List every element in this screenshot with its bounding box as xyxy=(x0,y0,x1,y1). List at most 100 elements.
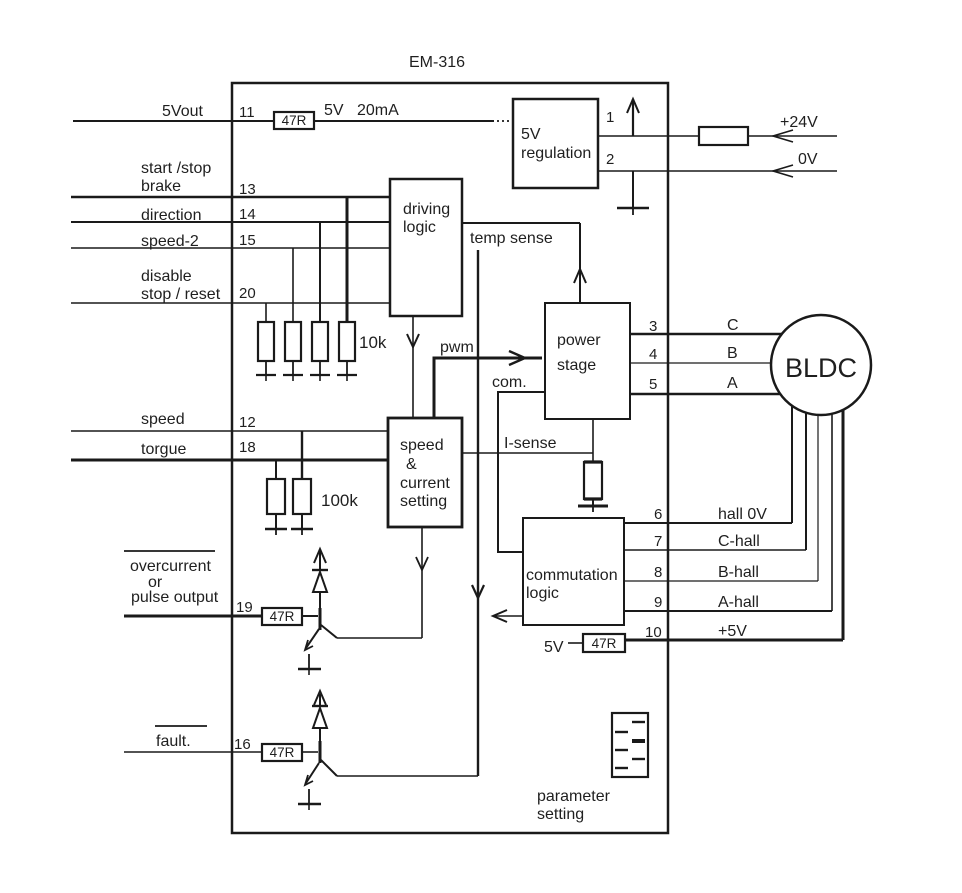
block-driving-logic xyxy=(388,177,464,318)
label-overcurrent-3: pulse output xyxy=(131,589,219,606)
block-power-stage xyxy=(544,302,631,420)
feedback-line xyxy=(471,250,523,776)
resistor-10k-3 xyxy=(310,320,330,363)
label-parameter-1: parameter xyxy=(537,788,611,805)
resistor-100k-1 xyxy=(265,477,287,516)
block-speed-line1: speed xyxy=(400,437,444,454)
block-speed-line2: & xyxy=(406,456,417,473)
page-title: EM-316 xyxy=(409,54,465,71)
left-arrow-commutation-icon xyxy=(490,609,508,623)
pin-11-label: 11 xyxy=(239,104,255,121)
resistor-47r-label: 47R xyxy=(282,113,307,128)
resistor-10k-2 xyxy=(283,320,303,363)
commutation-section: commutation logic 6 7 8 9 10 hall 0V C-h… xyxy=(522,506,843,656)
down-arrow-icon xyxy=(406,333,420,350)
pin-6-label: 6 xyxy=(654,506,662,523)
label-speed: speed xyxy=(141,411,185,428)
label-5vout: 5Vout xyxy=(162,103,203,120)
label-overcurrent-1: overcurrent xyxy=(130,558,211,575)
up-arrow-temp-icon xyxy=(573,266,587,284)
label-hall0v: hall 0V xyxy=(718,506,767,523)
resistor-10k-1 xyxy=(256,320,276,363)
net-5vout: 47R 5Vout 11 5V 20mA xyxy=(73,102,513,131)
block-speed-line4: setting xyxy=(400,493,447,510)
label-startstop-2: brake xyxy=(141,178,181,195)
label-temp-sense: temp sense xyxy=(470,230,553,247)
ground-symbol-overcurrent xyxy=(298,654,321,675)
driving-logic-section: driving logic temp sense xyxy=(388,177,587,417)
resistor-47r-pin11 xyxy=(272,110,316,131)
bldc-motor-icon xyxy=(769,313,873,417)
label-startstop-1: start /stop xyxy=(141,160,211,177)
wire-com xyxy=(497,391,545,553)
resistor-47r-pin19-label: 47R xyxy=(270,609,295,624)
up-arrow-icon xyxy=(626,96,640,114)
label-disable-1: disable xyxy=(141,268,192,285)
label-phase-b: B xyxy=(727,345,738,362)
pin-3-label: 3 xyxy=(649,318,657,335)
pin-4-label: 4 xyxy=(649,346,657,363)
diode-overcurrent-icon xyxy=(311,546,329,608)
label-5v: 5V xyxy=(324,102,344,119)
ground-symbols-10k xyxy=(256,361,357,381)
label-plus5v: +5V xyxy=(718,623,747,640)
power-stage-section: power stage xyxy=(544,302,631,420)
block-commutation-logic xyxy=(522,517,625,626)
transistor-fault-icon xyxy=(303,741,338,787)
label-10k: 10k xyxy=(359,333,387,352)
regulation-section: 5V regulation 1 2 +24V 0V xyxy=(511,96,837,215)
label-torque: torgue xyxy=(141,441,186,458)
block-commutation-line1: commutation xyxy=(526,567,618,584)
resistor-10k-4 xyxy=(337,320,357,363)
overcurrent-output-section: overcurrent or pulse output 19 47R xyxy=(124,546,338,675)
block-driving-line2: logic xyxy=(403,219,436,236)
pin-10-label: 10 xyxy=(645,624,662,641)
motor-section: BLDC 3 4 5 C B A xyxy=(630,313,873,640)
label-phase-a: A xyxy=(727,375,738,392)
parameter-setting-section: parameter setting xyxy=(537,711,650,823)
ground-symbol-fault xyxy=(298,789,321,810)
label-overcurrent-2: or xyxy=(148,574,163,591)
fuse-icon xyxy=(697,125,750,147)
block-commutation-line2: logic xyxy=(526,585,559,602)
block-power-line2: stage xyxy=(557,357,596,374)
pin-14-label: 14 xyxy=(239,206,256,223)
resistor-47r-pin16-label: 47R xyxy=(270,745,295,760)
down-arrow-feedback-icon xyxy=(471,584,485,601)
resistor-47r-hall-label: 47R xyxy=(592,636,617,651)
label-5v-source: 5V xyxy=(544,639,564,656)
pin-9-label: 9 xyxy=(654,594,662,611)
pin-13-label: 13 xyxy=(239,181,256,198)
block-5v-regulation xyxy=(511,97,600,190)
pin-15-label: 15 xyxy=(239,232,256,249)
label-bldc: BLDC xyxy=(785,353,857,383)
speed-setting-section: speed torgue 12 18 100k speed & current … xyxy=(71,411,464,639)
pin-7-label: 7 xyxy=(654,533,662,550)
logic-inputs-section: start /stop brake direction speed-2 disa… xyxy=(71,160,390,381)
ground-symbol-supply xyxy=(617,171,649,215)
pin-16-label: 16 xyxy=(234,736,251,753)
resistor-100k-2 xyxy=(291,477,313,516)
label-ahall: A-hall xyxy=(718,594,759,611)
block-speed-current-setting xyxy=(386,416,464,529)
label-bhall: B-hall xyxy=(718,564,759,581)
down-arrow-speed-out-icon xyxy=(415,556,429,573)
pin-8-label: 8 xyxy=(654,564,662,581)
label-pwm: pwm xyxy=(440,339,474,356)
pin-5-label: 5 xyxy=(649,376,657,393)
label-speed2: speed-2 xyxy=(141,233,199,250)
wire-pwm xyxy=(432,356,542,417)
block-driving-line1: driving xyxy=(403,201,450,218)
label-chall: C-hall xyxy=(718,533,760,550)
block-5v-regulation-line2: regulation xyxy=(521,145,591,162)
label-plus24v: +24V xyxy=(780,114,818,131)
block-5v-regulation-line1: 5V xyxy=(521,126,541,143)
resistor-47r-hall xyxy=(581,632,627,654)
fault-output-section: fault. 16 47R xyxy=(124,688,478,810)
label-direction: direction xyxy=(141,207,201,224)
left-arrowhead-24v-icon xyxy=(770,129,794,143)
label-20ma: 20mA xyxy=(357,102,399,119)
isense-section: I-sense xyxy=(462,419,608,512)
right-arrow-pwm-icon xyxy=(508,349,528,367)
